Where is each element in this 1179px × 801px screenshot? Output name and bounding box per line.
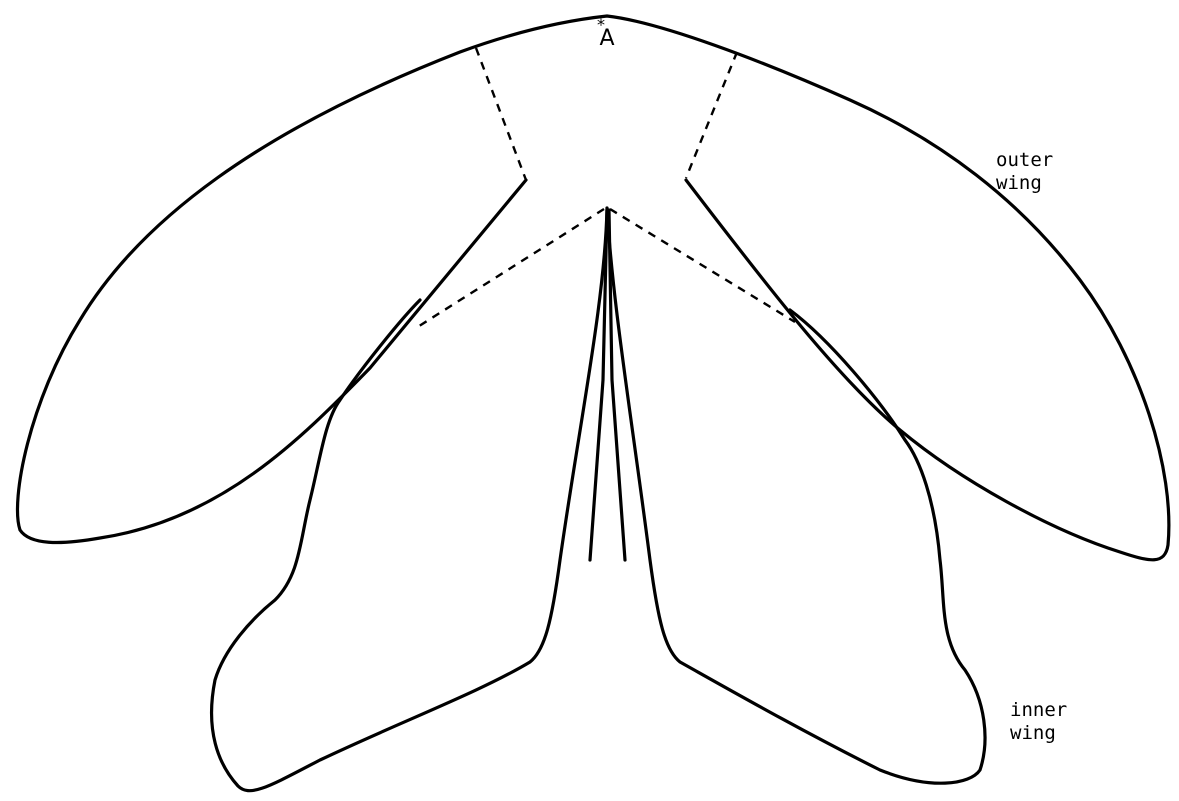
fold-line-upper-left [476,48,526,180]
outer-wing-label-line2: wing [996,172,1042,194]
outer-wing-outline [18,16,1169,560]
inner-wing-label-line2: wing [1010,722,1056,744]
point-a-label: A [599,26,614,51]
fold-line-lower-left [416,209,604,328]
spine-left-line [590,210,607,560]
inner-wing-label-line1: inner [1010,699,1067,721]
outer-wing-label-line1: outer [996,149,1053,171]
fold-line-lower-right [610,209,795,322]
inner-wing-outline [212,208,985,791]
spine-right-line [609,210,625,560]
fold-line-upper-right [686,52,737,178]
